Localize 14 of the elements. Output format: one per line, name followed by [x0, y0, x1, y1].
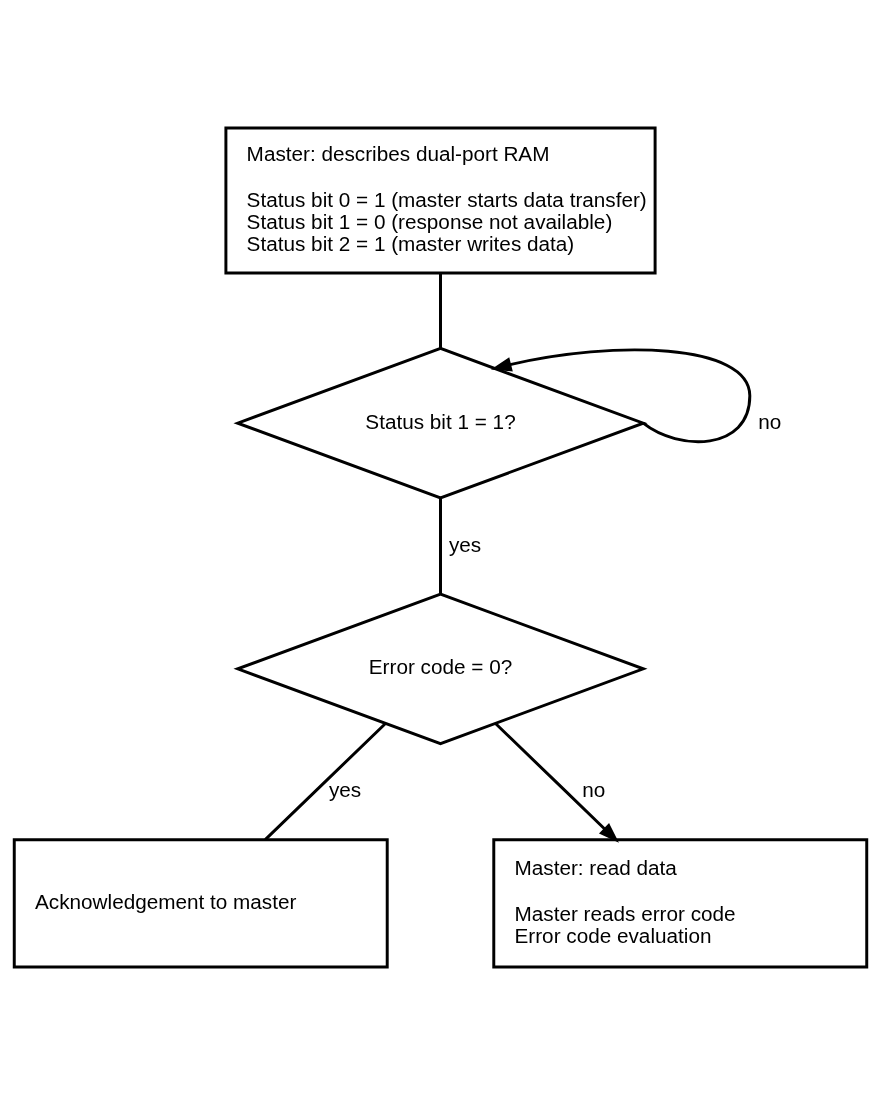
- node-box: Master: read data Master reads error code Error code evaluation: [492, 838, 869, 969]
- edge-label: no: [758, 409, 782, 433]
- node-box: Master: describes dual-port RAM Status bit 0 = 1 (master starts data transfer) Status bit 1 = 0 (response not available) Status bit 2 = 1 (master writes data): [224, 126, 657, 275]
- edge-label: yes: [328, 778, 362, 802]
- connector: [264, 722, 387, 841]
- connector: [439, 498, 442, 594]
- edge-label: yes: [448, 532, 482, 556]
- arrow: [490, 348, 752, 444]
- node-diamond: Error code = 0?: [233, 592, 648, 746]
- node-diamond: Status bit 1 = 1?: [233, 346, 648, 500]
- arrow: [494, 722, 619, 843]
- node-box: Acknowledgement to master: [12, 838, 389, 969]
- edge-label: no: [582, 778, 606, 802]
- connector: [439, 273, 442, 349]
